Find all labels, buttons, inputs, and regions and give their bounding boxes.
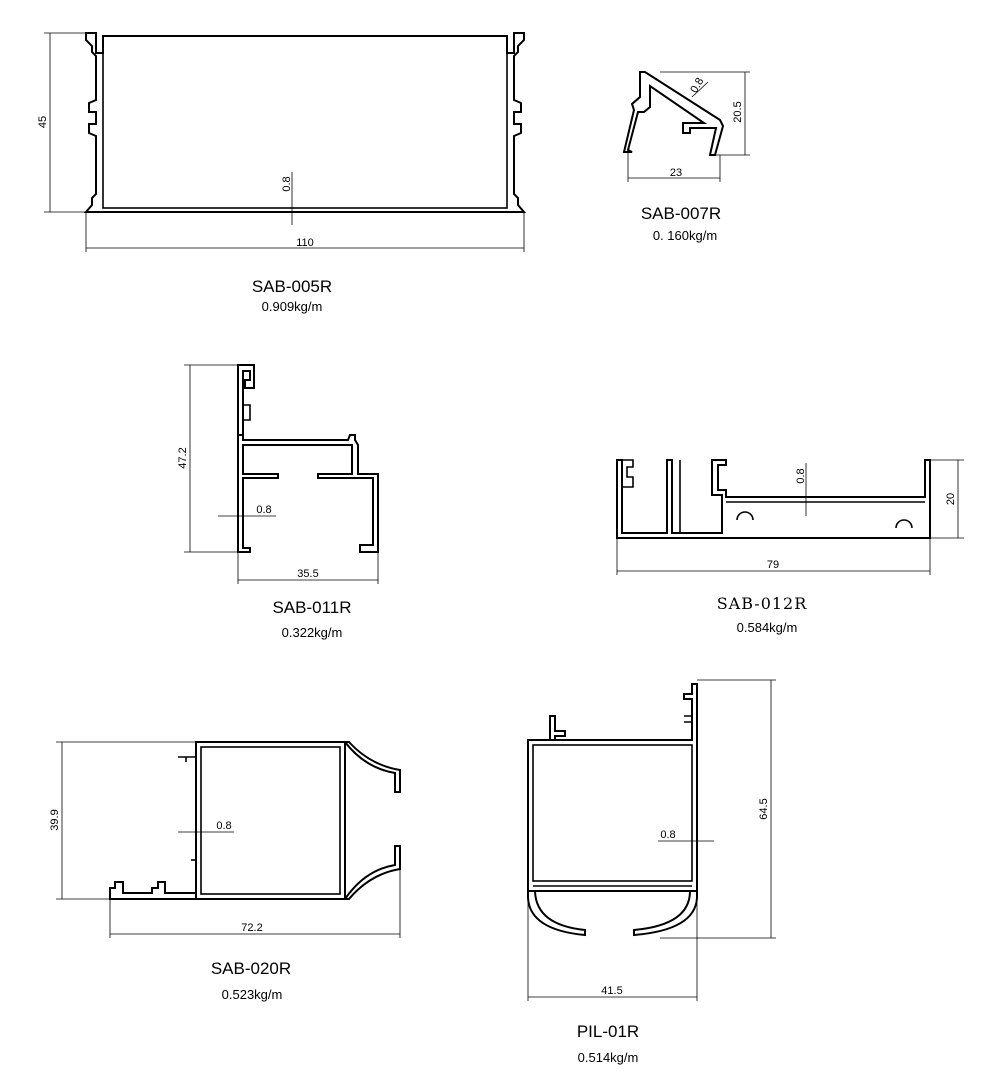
sab-007r-width-label: 23 bbox=[670, 167, 682, 179]
sab-011r-inner-tab bbox=[243, 404, 251, 421]
sab-007r-section bbox=[622, 71, 725, 156]
sab-005r-width-label: 110 bbox=[296, 237, 314, 249]
pil-01r-wall-dimension: 0.8 bbox=[658, 829, 714, 842]
profile-sab-007r: 0.8 20.5 23 SAB-007R 0. 160kg/m bbox=[622, 71, 750, 243]
sab-011r-code: SAB-011R bbox=[272, 598, 351, 617]
sab-005r-wall-dimension: 0.8 bbox=[281, 172, 293, 225]
profile-sab-020r: 39.9 0.8 72.2 SAB-020R 0.523kg/m bbox=[49, 741, 401, 1002]
pil-01r-top-clip bbox=[684, 715, 692, 723]
sab-012r-height-label: 20 bbox=[945, 493, 957, 505]
sab-020r-cavity bbox=[200, 746, 341, 895]
sab-012r-width-label: 79 bbox=[767, 559, 779, 571]
pil-01r-width-label: 41.5 bbox=[601, 985, 622, 997]
sab-020r-weight: 0.523kg/m bbox=[222, 987, 283, 1002]
sab-007r-width-dimension: 23 bbox=[627, 152, 721, 182]
sab-005r-cavity bbox=[102, 35, 508, 209]
sab-007r-height-label: 20.5 bbox=[732, 101, 744, 122]
profile-sab-012r: 0.8 20 79 SAB-012R 0.584kg/m bbox=[616, 459, 964, 635]
pil-01r-code: PIL-01R bbox=[577, 1022, 639, 1041]
profile-sab-011r: 47.2 0.8 35.5 SAB-011R 0.322kg/m bbox=[177, 364, 379, 640]
sab-020r-width-dimension: 72.2 bbox=[109, 870, 401, 938]
pil-01r-height-dimension: 64.5 bbox=[660, 679, 776, 939]
sab-005r-section bbox=[83, 32, 527, 213]
pil-01r-section bbox=[527, 683, 698, 892]
pil-01r-weight: 0.514kg/m bbox=[578, 1050, 639, 1065]
sab-012r-wall-label: 0.8 bbox=[795, 468, 807, 483]
sab-007r-height-dimension: 20.5 bbox=[660, 71, 750, 156]
sab-012r-code: SAB-012R bbox=[717, 594, 808, 613]
sab-005r-code: SAB-005R bbox=[252, 277, 332, 296]
sab-011r-section bbox=[237, 364, 255, 436]
sab-005r-width-dimension: 110 bbox=[85, 212, 525, 252]
sab-020r-code: SAB-020R bbox=[211, 959, 291, 978]
sab-007r-wall-label: 0.8 bbox=[688, 76, 706, 95]
sab-007r-wall-leader bbox=[691, 81, 709, 98]
pil-01r-wall-label: 0.8 bbox=[660, 829, 675, 841]
sab-012r-wall-dimension: 0.8 bbox=[795, 463, 807, 516]
sab-011r-weight: 0.322kg/m bbox=[282, 625, 343, 640]
sab-012r-weight: 0.584kg/m bbox=[737, 620, 798, 635]
sab-012r-section bbox=[616, 459, 931, 539]
profile-pil-01r: 64.5 0.8 41.5 PIL-01R 0.514kg/m bbox=[527, 679, 776, 1065]
sab-011r-wall-label: 0.8 bbox=[256, 504, 271, 516]
sab-011r-height-dimension: 47.2 bbox=[177, 364, 238, 553]
sab-005r-wall-label: 0.8 bbox=[281, 176, 293, 191]
sab-011r-wall-dimension: 0.8 bbox=[218, 504, 276, 517]
sab-020r-section bbox=[196, 741, 401, 793]
sab-005r-height-label: 45 bbox=[37, 116, 49, 128]
sab-007r-code: SAB-007R bbox=[641, 204, 721, 223]
pil-01r-bottom-right-hook bbox=[633, 890, 698, 937]
sab-020r-bottom-curve bbox=[343, 845, 401, 900]
sab-020r-top-fin bbox=[178, 756, 196, 762]
sab-020r-height-label: 39.9 bbox=[49, 809, 61, 830]
sab-011r-height-label: 47.2 bbox=[177, 447, 189, 468]
sab-007r-weight: 0. 160kg/m bbox=[653, 228, 717, 243]
sab-012r-screw-port-left bbox=[736, 511, 754, 521]
pil-01r-width-dimension: 41.5 bbox=[527, 898, 698, 1001]
sab-011r-width-dimension: 35.5 bbox=[237, 552, 379, 584]
sab-012r-left-clip bbox=[622, 459, 634, 488]
sab-020r-width-label: 72.2 bbox=[241, 922, 262, 934]
sab-020r-height-dimension: 39.9 bbox=[49, 741, 196, 900]
pil-01r-height-label: 64.5 bbox=[758, 798, 770, 819]
pil-01r-top-fin bbox=[549, 715, 566, 741]
profile-sab-005r: 45 110 0.8 SAB-005R 0.909kg/m bbox=[37, 32, 527, 314]
sab-012r-width-dimension: 79 bbox=[616, 538, 931, 575]
pil-01r-cavity bbox=[532, 744, 693, 882]
sab-005r-height-dimension: 45 bbox=[37, 32, 86, 213]
sab-020r-wall-dimension: 0.8 bbox=[178, 820, 234, 833]
sab-020r-base-flange bbox=[109, 881, 197, 900]
sab-011r-width-label: 35.5 bbox=[297, 568, 318, 580]
sab-012r-screw-port-right bbox=[895, 519, 913, 529]
sab-005r-weight: 0.909kg/m bbox=[262, 299, 323, 314]
sab-011r-body bbox=[237, 434, 379, 553]
pil-01r-bottom-left-hook bbox=[527, 890, 586, 937]
sab-012r-height-dimension: 20 bbox=[930, 459, 964, 539]
sab-020r-wall-label: 0.8 bbox=[216, 820, 231, 832]
